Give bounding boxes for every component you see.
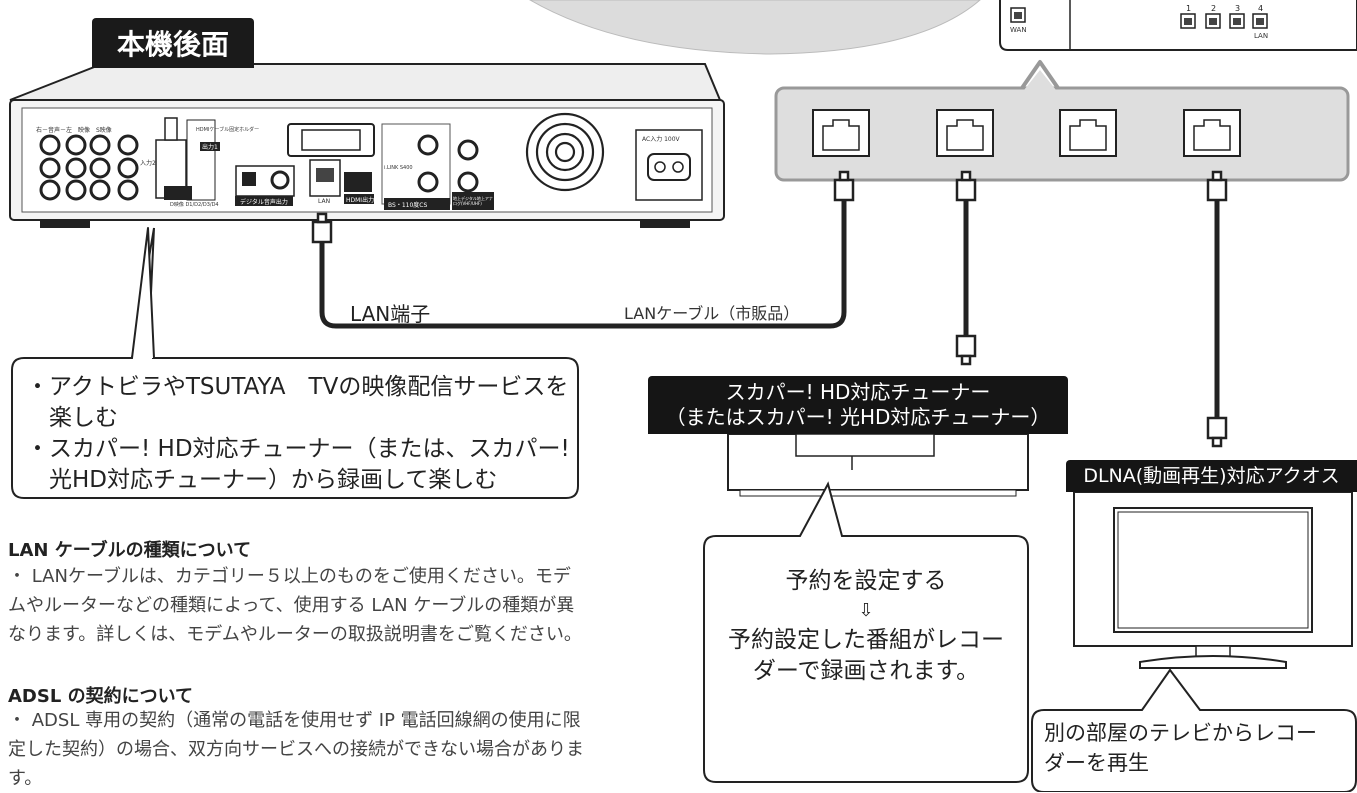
tv-label: DLNA(動画再生)対応アクオス [1066, 460, 1357, 492]
router [999, 0, 1357, 51]
unit-title: 本機後面 [92, 18, 254, 68]
router-port-number: 2 [1211, 4, 1217, 13]
down-arrow-icon: ⇩ [858, 600, 874, 621]
lan-cable-label: LANケーブル（市販品） [624, 304, 800, 323]
panel-ilink: i.LINK S400 [384, 165, 413, 171]
tuner-label-line: （またはスカパー! 光HD対応チューナー） [665, 405, 1051, 429]
callout-left-text: ・アクトビラやTSUTAYA TVの映像配信サービスを 楽しむ ・スカパー! H… [26, 372, 570, 496]
router-lan-ports [1180, 13, 1268, 29]
panel-lan-port: LAN [318, 198, 331, 205]
router-port-number: 4 [1258, 4, 1264, 13]
router-port-number: 3 [1235, 4, 1241, 13]
callout-left-line: 楽しむ [26, 405, 118, 431]
callout-tv-line: 別の部屋のテレビからレコー [1044, 721, 1317, 745]
callout-left-line: ・アクトビラやTSUTAYA TVの映像配信サービスを [26, 374, 569, 400]
callout-tv-text: 別の部屋のテレビからレコー ダーを再生 [1044, 718, 1317, 778]
router-wan-label: WAN [1010, 26, 1027, 34]
zoomed-lan-ports [812, 109, 1241, 157]
tuner-label-line: スカパー! HD対応チューナー [725, 380, 991, 404]
cable-notes-body: ・ LANケーブルは、カテゴリー５以上のものをご使用ください。モデムやルーターな… [8, 566, 582, 645]
panel-antenna: 地上デジタル地上アナログ(VHF/UHF) [453, 196, 493, 206]
recorder-unit [9, 63, 725, 228]
panel-left-header: 右－音声－左 映像 S映像 [36, 127, 112, 134]
lan-cable-recorder [319, 198, 847, 329]
panel-input-label: 入力2 [140, 160, 156, 167]
panel-d-video: D映像 D1/D2/D3/D4 [170, 202, 219, 208]
av-jacks [39, 134, 139, 201]
callout-tuner-line: 予約を設定する [785, 568, 947, 594]
adsl-notes-heading: ADSL の契約について [8, 686, 194, 707]
fan-grill [525, 112, 605, 192]
callout-tuner-line: 予約設定した番組がレコー [728, 627, 1004, 653]
router-port-number: 1 [1186, 4, 1192, 13]
callout-tuner-line: ダーで録画されます。 [752, 658, 980, 684]
lan-plugs [311, 170, 1228, 448]
panel-hdmi-out: HDMI出力 [346, 197, 375, 204]
tuner-label: スカパー! HD対応チューナー （またはスカパー! 光HD対応チューナー） [648, 376, 1068, 434]
callout-tuner-text: 予約を設定する ⇩ 予約設定した番組がレコー ダーで録画されます。 [706, 566, 1026, 687]
cable-notes-heading: LAN ケーブルの種類について [8, 540, 252, 561]
callout-left-line: 光HD対応チューナー）から録画して楽しむ [26, 467, 498, 493]
panel-ac-input: AC入力 100V [642, 136, 680, 143]
tv-unit [1073, 491, 1353, 669]
tuner-unit [727, 433, 1029, 497]
lan-terminal-label: LAN端子 [350, 302, 431, 326]
callout-left-line: ・スカパー! HD対応チューナー（または、スカパー! [26, 436, 570, 462]
adsl-notes-body: ・ ADSL 専用の契約（通常の電話を使用せず IP 電話回線網の使用に限定した… [8, 710, 584, 789]
callout-tuner-frame [703, 481, 1029, 783]
top-ellipse [528, 0, 981, 55]
panel-hdmi-holder: HDMIケーブル固定ホルダー [196, 127, 260, 133]
router-wan-port [1010, 7, 1026, 23]
callout-left-frame [11, 227, 579, 499]
panel-digital-audio: デジタル音声出力 [240, 199, 288, 206]
router-lan-label: LAN [1254, 32, 1269, 40]
panel-bs-cs: BS・110度CS [388, 202, 428, 209]
panel-output-label: 出力1 [200, 142, 220, 151]
callout-tv-line: ダーを再生 [1044, 751, 1149, 775]
